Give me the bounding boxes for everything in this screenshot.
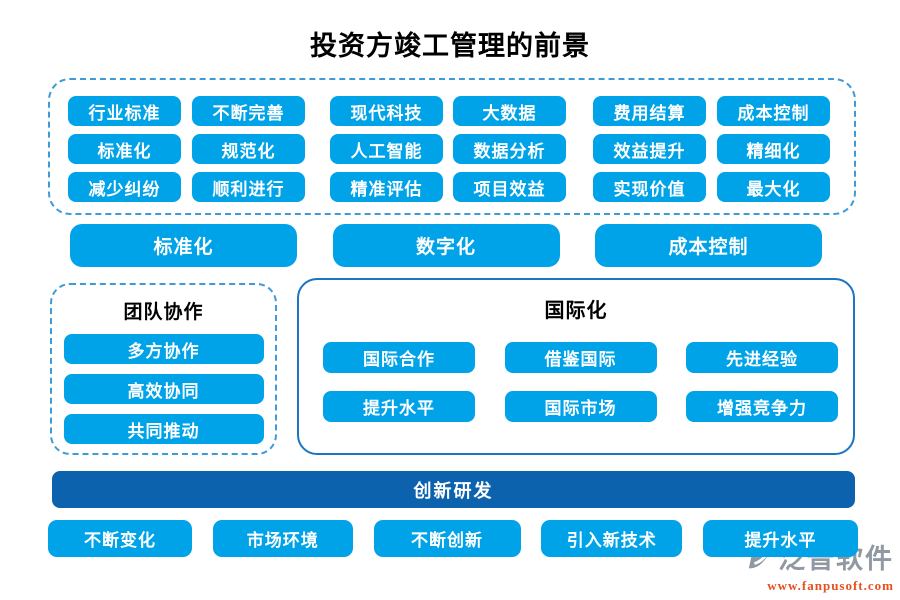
factor-pill: 不断变化: [48, 520, 192, 557]
factor-pill: 提升水平: [703, 520, 858, 557]
benefits-row-1: 行业标准 不断完善 现代科技 大数据 费用结算 成本控制: [50, 96, 854, 126]
watermark-url: www.fanpusoft.com: [767, 578, 894, 593]
factor-pill: 引入新技术: [541, 520, 683, 557]
tag-pill: 大数据: [453, 96, 566, 126]
intl-item: 提升水平: [323, 391, 475, 422]
tag-pill: 顺利进行: [192, 172, 305, 202]
team-item: 多方协作: [63, 334, 264, 364]
intl-item: 国际市场: [504, 391, 657, 422]
factor-pill: 市场环境: [212, 520, 353, 557]
category-button-row: 标准化 数字化 成本控制: [70, 224, 822, 267]
team-box-title: 团队协作: [123, 302, 204, 323]
intl-box-title: 国际化: [544, 300, 608, 322]
tag-pill: 人工智能: [330, 134, 443, 164]
intl-row-1: 国际合作 借鉴国际 先进经验: [299, 342, 853, 373]
category-standardization: 标准化: [70, 224, 297, 267]
bottom-factor-row: 不断变化 市场环境 不断创新 引入新技术 提升水平: [48, 520, 858, 557]
team-item: 共同推动: [63, 414, 264, 444]
page-title: 投资方竣工管理的前景: [310, 31, 590, 61]
intl-item: 国际合作: [323, 342, 475, 373]
factor-pill: 不断创新: [373, 520, 521, 557]
category-cost-control: 成本控制: [595, 224, 822, 267]
internationalization-box: 国际化 国际合作 借鉴国际 先进经验 提升水平 国际市场 增强竞争力: [297, 278, 855, 455]
team-item: 高效协同: [63, 374, 264, 404]
tag-pill: 现代科技: [330, 96, 443, 126]
tag-pill: 项目效益: [453, 172, 566, 202]
benefits-group-box: 行业标准 不断完善 现代科技 大数据 费用结算 成本控制 标准化 规范化 人工智…: [48, 78, 856, 215]
tag-pill: 最大化: [717, 172, 830, 202]
tag-pill: 不断完善: [192, 96, 305, 126]
tag-pill: 效益提升: [593, 134, 706, 164]
tag-pill: 数据分析: [453, 134, 566, 164]
tag-pill: 规范化: [192, 134, 305, 164]
tag-pill: 实现价值: [593, 172, 706, 202]
intl-item: 先进经验: [686, 342, 838, 373]
tag-pill: 精细化: [717, 134, 830, 164]
tag-pill: 标准化: [68, 134, 181, 164]
tag-pill: 成本控制: [717, 96, 830, 126]
tag-pill: 行业标准: [68, 96, 181, 126]
benefits-row-3: 减少纠纷 顺利进行 精准评估 项目效益 实现价值 最大化: [50, 172, 854, 202]
innovation-bar: 创新研发: [52, 471, 855, 508]
tag-pill: 减少纠纷: [68, 172, 181, 202]
category-digitalization: 数字化: [332, 224, 560, 267]
tag-pill: 费用结算: [593, 96, 706, 126]
intl-row-2: 提升水平 国际市场 增强竞争力: [299, 391, 853, 422]
intl-item: 借鉴国际: [504, 342, 657, 373]
benefits-row-2: 标准化 规范化 人工智能 数据分析 效益提升 精细化: [50, 134, 854, 164]
intl-item: 增强竞争力: [686, 391, 838, 422]
team-collaboration-box: 团队协作 多方协作 高效协同 共同推动: [50, 283, 277, 455]
tag-pill: 精准评估: [330, 172, 443, 202]
